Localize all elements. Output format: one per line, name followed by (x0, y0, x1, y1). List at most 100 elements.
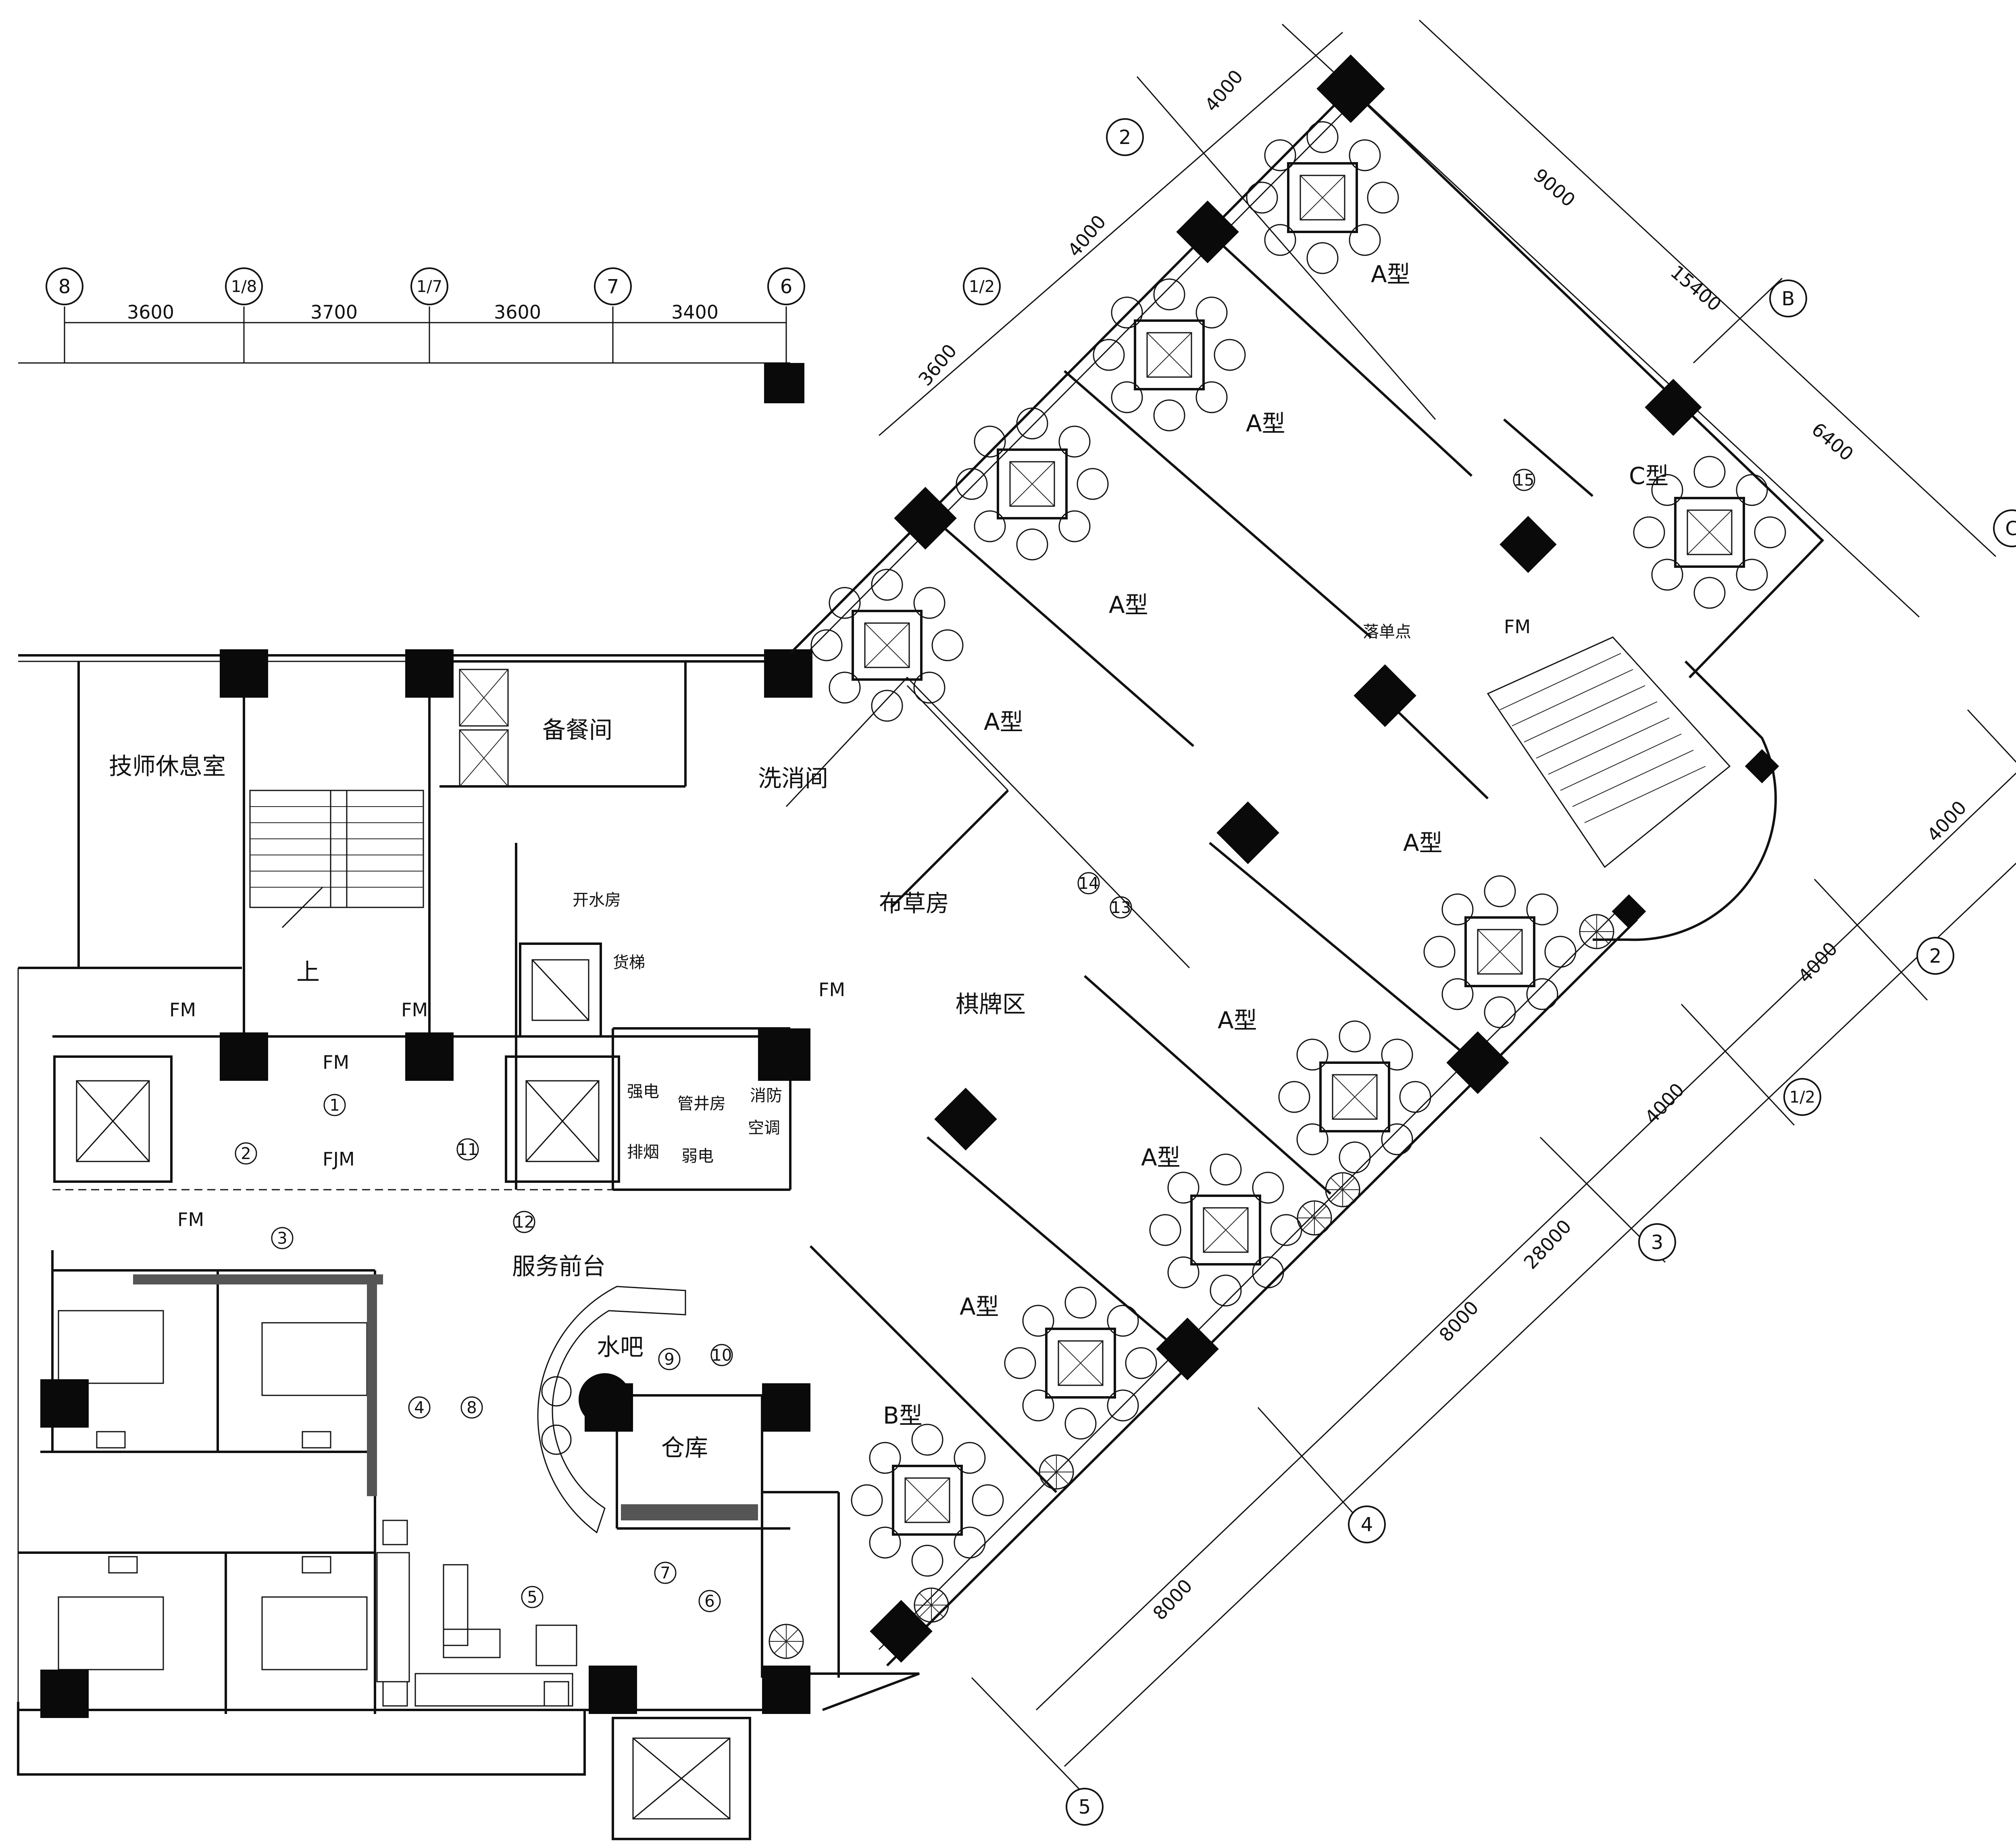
room-partitions (809, 225, 1593, 1493)
dim-3700: 3700 (310, 301, 358, 323)
axis-2-right-marker: 2 (1916, 937, 1954, 975)
svg-text:6: 6 (704, 1592, 714, 1611)
svg-text:3: 3 (1651, 1231, 1664, 1254)
room-type-a-5: A型 (1403, 829, 1443, 857)
right-wing-columns (870, 54, 1779, 1663)
dim-4000-up-a: 4000 (1200, 66, 1248, 116)
dim-3400: 3400 (671, 301, 719, 323)
svg-text:1/7: 1/7 (417, 277, 442, 296)
view-marker-7: 7 (654, 1562, 677, 1584)
fire-control-label: 消防 (750, 1086, 782, 1105)
wash-room-label: 洗消间 (758, 765, 828, 792)
svg-text:9: 9 (664, 1350, 674, 1369)
view-marker-2: 2 (235, 1142, 257, 1165)
axis-C-marker: C (1993, 509, 2016, 547)
svg-text:8: 8 (467, 1399, 477, 1417)
view-marker-5: 5 (521, 1586, 544, 1608)
view-marker-15: 15 (1513, 469, 1535, 491)
left-block-walls (17, 654, 920, 1776)
dim-3600-a: 3600 (127, 301, 174, 323)
room-type-a-7: A型 (1141, 1144, 1181, 1171)
view-marker-9: 9 (658, 1348, 681, 1370)
strong-electric-label: 强电 (627, 1082, 659, 1101)
door-fm-6: FM (1504, 616, 1531, 638)
view-marker-14: 14 (1077, 872, 1100, 894)
elevator-right (505, 1055, 620, 1183)
svg-text:5: 5 (1079, 1796, 1091, 1818)
drop-point-label: 落单点 (1363, 623, 1411, 641)
dim-4000-right-a: 4000 (1923, 796, 1971, 846)
svg-text:1: 1 (329, 1096, 339, 1115)
svg-text:5: 5 (527, 1588, 537, 1607)
door-fm-1: FM (169, 999, 196, 1021)
svg-text:11: 11 (458, 1140, 478, 1159)
room-type-a-4: A型 (984, 708, 1023, 736)
upper-diagonal-dimension (879, 19, 1997, 618)
svg-text:10: 10 (712, 1346, 732, 1365)
axis-2-top-marker: 2 (1106, 118, 1144, 156)
freight-elevator-label: 货梯 (613, 953, 645, 972)
dim-4000-up-b: 4000 (1063, 211, 1110, 261)
freight-elevator (519, 942, 602, 1038)
boiler-room-label: 开水房 (573, 891, 621, 909)
planter-strip (133, 1274, 758, 1520)
axis-1-2-top-marker: 1/2 (963, 267, 1001, 305)
svg-text:3: 3 (277, 1229, 287, 1248)
view-marker-10: 10 (710, 1344, 733, 1366)
right-wing-outline (785, 87, 1824, 1667)
svg-text:13: 13 (1111, 899, 1131, 917)
mahjong-tables (811, 122, 1785, 1576)
pipe-shaft-label: 管井房 (677, 1095, 726, 1113)
svg-text:4: 4 (414, 1399, 424, 1417)
stair-left (249, 790, 424, 928)
lounge-furniture (376, 1520, 577, 1707)
svg-text:7: 7 (660, 1564, 670, 1582)
axis-7-marker: 7 (594, 267, 632, 305)
stair-up-label: 上 (296, 958, 320, 986)
door-fjm: FJM (323, 1148, 355, 1170)
axis-B-marker: B (1769, 279, 1807, 317)
svg-text:4: 4 (1361, 1514, 1373, 1536)
linen-room-label: 布草房 (879, 890, 949, 917)
room-type-a-8: A型 (960, 1293, 999, 1320)
elevator-left (53, 1055, 173, 1183)
pantry-fixtures (459, 669, 509, 787)
room-type-a-2: A型 (1246, 410, 1285, 437)
front-desk-label: 服务前台 (512, 1253, 606, 1280)
pantry-label: 备餐间 (542, 716, 612, 744)
svg-text:7: 7 (607, 275, 619, 298)
water-bar-label: 水吧 (597, 1333, 644, 1361)
mahjong-area-label: 棋牌区 (956, 990, 1026, 1018)
room-type-a-1: A型 (1371, 261, 1410, 288)
storage-label: 仓库 (661, 1434, 708, 1462)
svg-text:1/2: 1/2 (1789, 1088, 1815, 1107)
svg-text:6: 6 (780, 275, 793, 298)
potted-plants (768, 914, 1614, 1659)
view-marker-11: 11 (456, 1138, 479, 1161)
dim-28000: 28000 (1520, 1216, 1576, 1274)
view-marker-1: 1 (323, 1094, 346, 1116)
svg-text:14: 14 (1079, 874, 1099, 893)
view-marker-12: 12 (513, 1211, 535, 1233)
room-type-a-3: A型 (1109, 591, 1148, 619)
weak-electric-label: 弱电 (681, 1147, 714, 1165)
door-fm-5: FM (818, 979, 845, 1001)
view-marker-3: 3 (271, 1227, 294, 1249)
right-diagonal-dimension (971, 709, 2016, 1795)
bottom-elevator (612, 1717, 751, 1840)
stair-right (1487, 636, 1731, 868)
svg-text:C: C (2005, 517, 2016, 540)
view-marker-4: 4 (408, 1396, 431, 1419)
svg-text:2: 2 (1119, 126, 1131, 149)
dim-8000-right-b: 8000 (1149, 1575, 1197, 1624)
dim-4000-right-c: 4000 (1641, 1079, 1689, 1128)
door-fm-4: FM (177, 1209, 204, 1230)
view-marker-6: 6 (698, 1590, 721, 1612)
dim-15400: 15400 (1666, 261, 1726, 315)
room-type-a-6: A型 (1218, 1007, 1257, 1034)
svg-text:1/2: 1/2 (969, 277, 995, 296)
svg-text:B: B (1782, 288, 1795, 310)
room-type-c: C型 (1629, 462, 1669, 490)
top-dimension-line (18, 306, 790, 364)
